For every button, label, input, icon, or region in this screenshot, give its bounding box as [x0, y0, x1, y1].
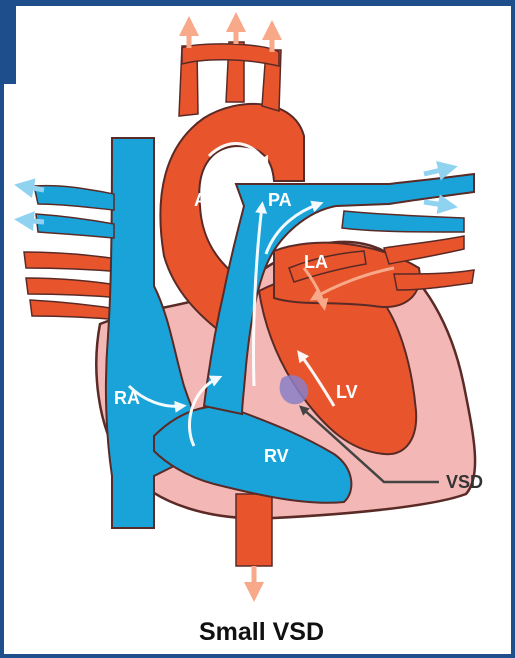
systemic-veins-left — [34, 186, 114, 238]
descending-aorta — [236, 494, 272, 566]
label-rv: RV — [264, 446, 289, 466]
label-la: LA — [304, 252, 328, 272]
label-ao: Ao — [194, 190, 218, 210]
label-vsd: VSD — [446, 472, 483, 492]
label-pa: PA — [268, 190, 292, 210]
label-lv: LV — [336, 382, 358, 402]
figure-caption: Small VSD — [4, 618, 515, 647]
pulmonary-branch-right — [342, 211, 464, 232]
aortic-branches — [179, 42, 281, 116]
heart-diagram: Ao PA LA RA LV RV VSD — [4, 6, 511, 612]
label-ra: RA — [114, 388, 140, 408]
